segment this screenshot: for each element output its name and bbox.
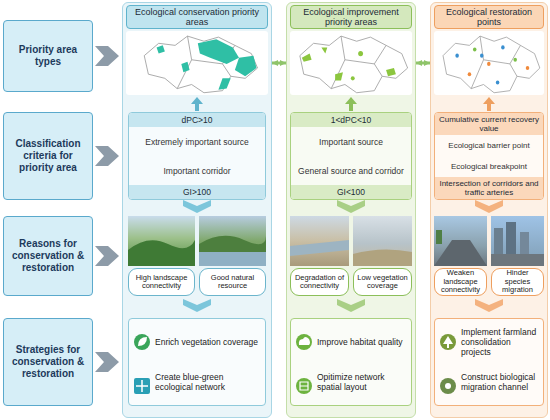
photo-caption: High landscape connectivity xyxy=(128,268,195,296)
photo-card: Good natural resource xyxy=(199,216,266,296)
photo-card: Low vegetation coverage xyxy=(353,216,412,296)
row-header-box: Classification criteria for priority are… xyxy=(3,112,93,200)
column-title: Ecological conservation priority areas xyxy=(126,5,268,29)
criteria-threshold: GI>100 xyxy=(129,185,265,199)
photo-caption: Weaken landscape connectivity xyxy=(434,268,487,296)
double-arrow xyxy=(416,62,430,65)
row-header-box: Reasons for conservation & restoration xyxy=(3,216,93,296)
criteria-item: Important corridor xyxy=(129,156,265,185)
row-chevron xyxy=(95,46,119,66)
strategy-text: Implement farmland consolidation project… xyxy=(438,322,540,362)
row-chevron xyxy=(95,352,119,372)
row-header-label: Strategies for conservation & restoratio… xyxy=(8,344,88,380)
row-header-label: Priority area types xyxy=(8,44,88,68)
column-title: Ecological improvement priority areas xyxy=(290,5,412,29)
criteria-item: Important source xyxy=(291,127,411,156)
strategy-box: Implement farmland consolidation project… xyxy=(434,318,544,406)
criteria-threshold: 1<dPC<10 xyxy=(291,113,411,127)
strategy-box: Enrich vegetation coverageCreate blue-gr… xyxy=(128,318,266,406)
strategy-text: Opitimize network spatial layout xyxy=(294,362,408,402)
strategy-text: Improve habitat quality xyxy=(294,322,408,362)
photo-caption: Low vegetation coverage xyxy=(353,268,412,296)
double-arrow xyxy=(272,62,286,65)
criteria-box: dPC>10Extremely important sourceImportan… xyxy=(128,112,266,200)
row-header-box: Priority area types xyxy=(3,20,93,92)
photo-card: Hinder species migration xyxy=(491,216,544,296)
criteria-item: Ecological breakpoint xyxy=(435,156,543,177)
strategy-box: Improve habitat qualityOpitimize network… xyxy=(290,318,412,406)
criteria-threshold: Cumulative current recovery value xyxy=(435,113,543,135)
criteria-item: Extremely important source xyxy=(129,127,265,156)
strategy-text: Construct biological migration channel xyxy=(438,362,540,402)
criteria-item: Ecological barrier point xyxy=(435,135,543,156)
row-chevron xyxy=(95,146,119,166)
photo-card: High landscape connectivity xyxy=(128,216,195,296)
criteria-threshold: GI<100 xyxy=(291,185,411,199)
photo-caption: Good natural resource xyxy=(199,268,266,296)
strategy-text: Enrich vegetation coverage xyxy=(132,322,262,362)
criteria-item: General source and corridor xyxy=(291,156,411,185)
criteria-threshold: dPC>10 xyxy=(129,113,265,127)
photo-caption: Degradation of connectivity xyxy=(290,268,349,296)
priority-column-panel: Ecological restoration pointsCumulative … xyxy=(430,2,548,418)
criteria-threshold: Intersection of corridors and traffic ar… xyxy=(435,177,543,199)
row-header-box: Strategies for conservation & restoratio… xyxy=(3,318,93,406)
column-title: Ecological restoration points xyxy=(434,5,544,29)
priority-column-panel: Ecological conservation priority areas dP… xyxy=(122,2,272,418)
row-header-label: Reasons for conservation & restoration xyxy=(8,238,88,274)
criteria-box: 1<dPC<10Important sourceGeneral source a… xyxy=(290,112,412,200)
row-header-label: Classification criteria for priority are… xyxy=(8,138,88,174)
strategy-text: Create blue-green ecological network xyxy=(132,362,262,402)
photo-card: Degradation of connectivity xyxy=(290,216,349,296)
row-chevron xyxy=(95,246,119,266)
priority-column-panel: Ecological improvement priority areas 1<d… xyxy=(286,2,416,418)
photo-card: Weaken landscape connectivity xyxy=(434,216,487,296)
criteria-box: Cumulative current recovery valueEcologi… xyxy=(434,112,544,200)
photo-caption: Hinder species migration xyxy=(491,268,544,296)
